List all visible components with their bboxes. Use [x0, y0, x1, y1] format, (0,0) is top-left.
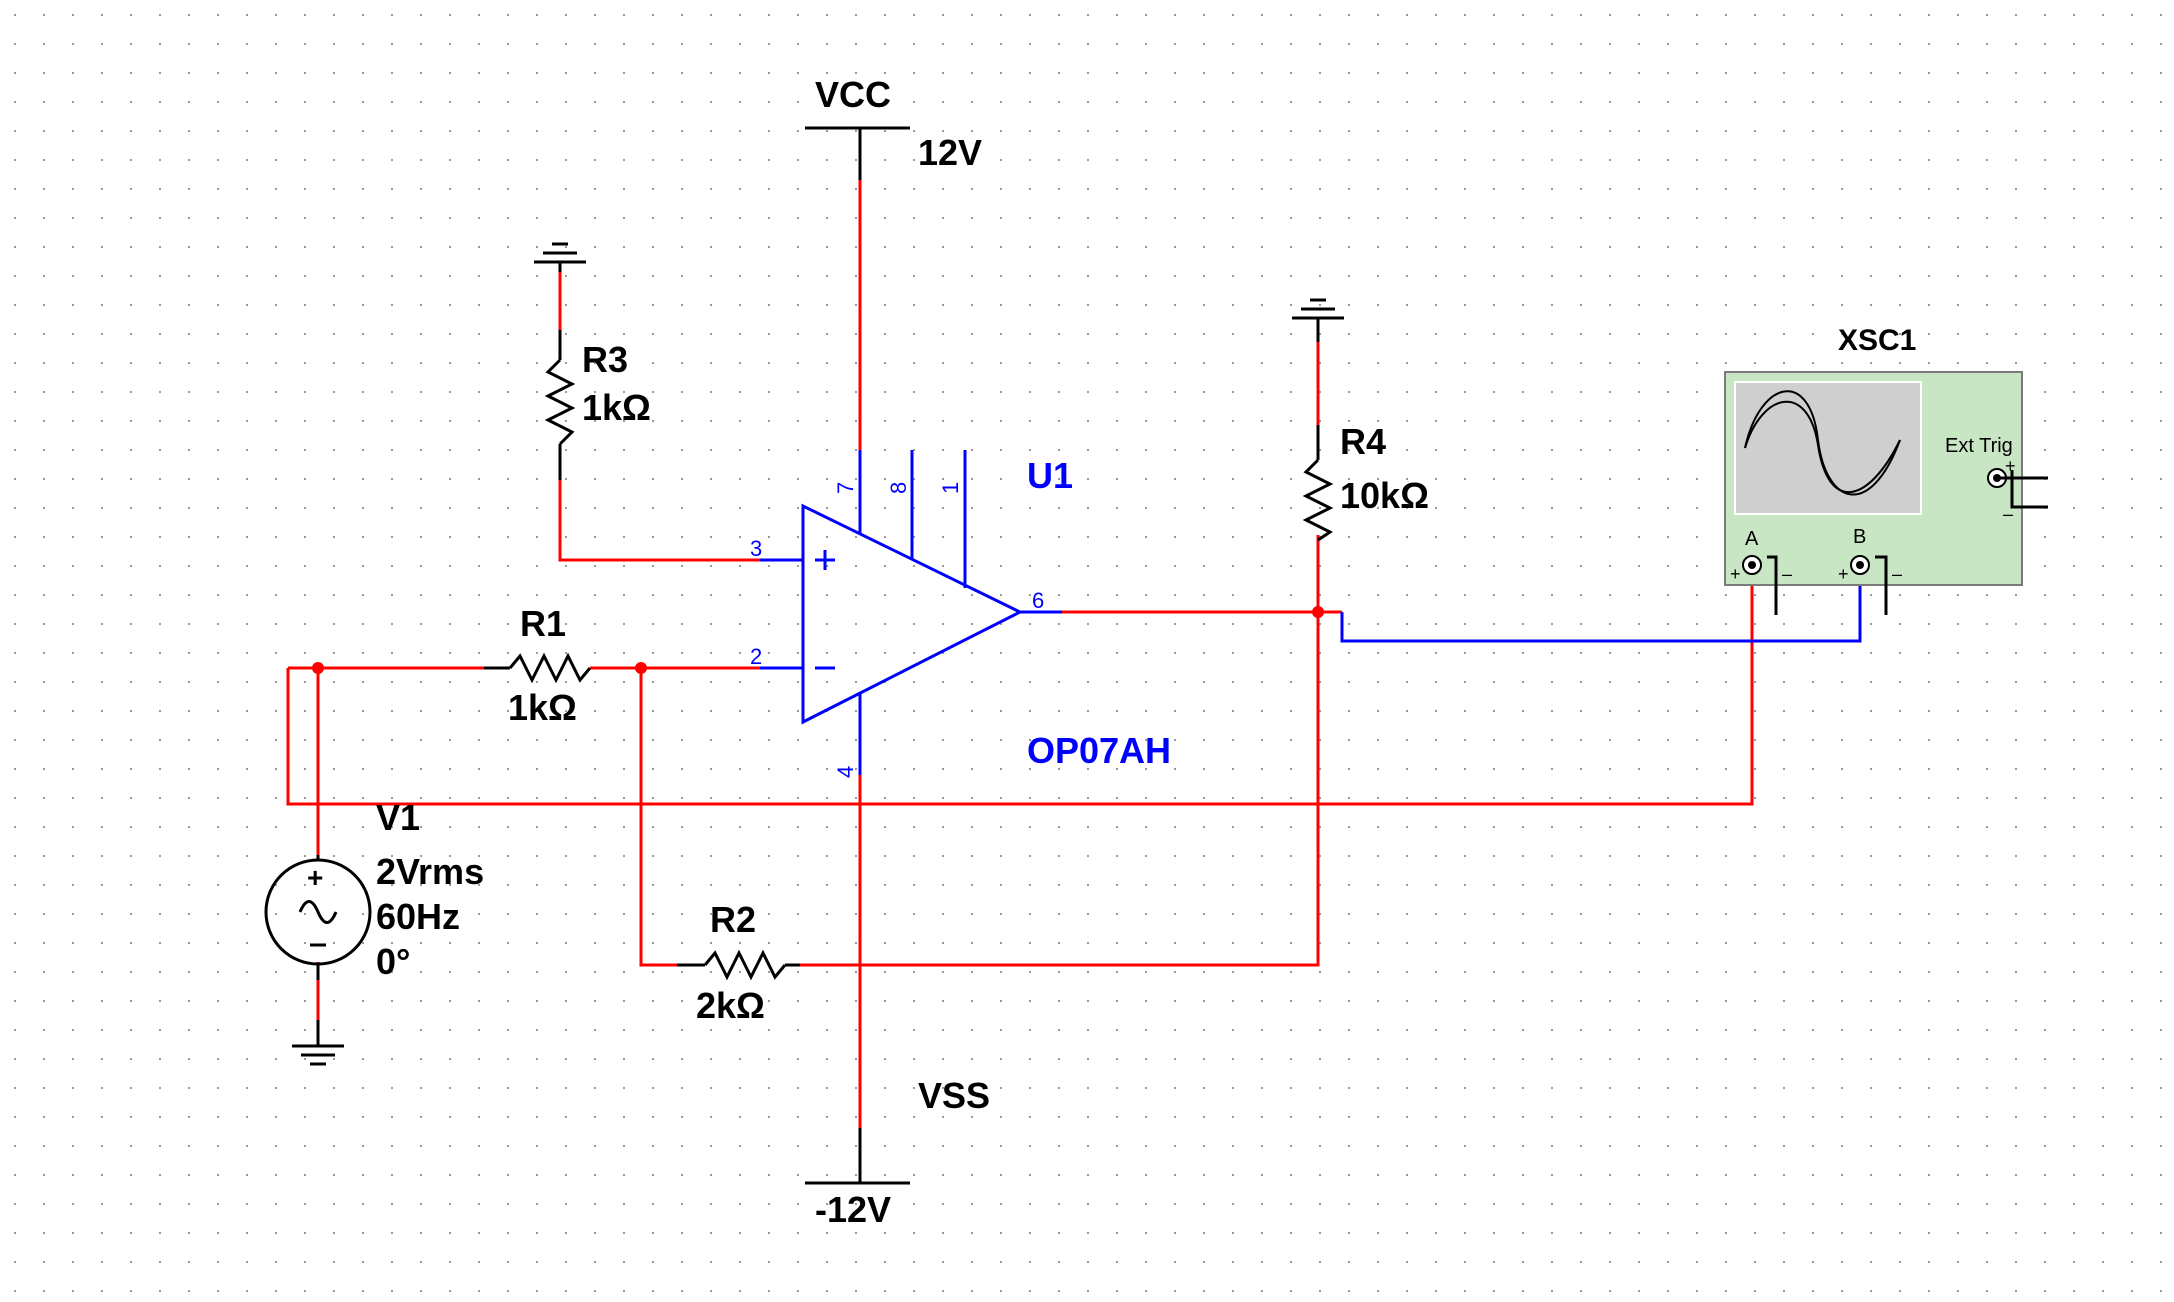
wire-r2-to-output[interactable] [797, 612, 1320, 967]
v1-label: V1 [376, 797, 420, 838]
ground-v1[interactable] [292, 1020, 344, 1066]
wires-blue [1340, 565, 1862, 643]
pin-2-label: 2 [750, 644, 762, 669]
wire-output-to-scope-b[interactable] [1340, 565, 1862, 643]
u1-part: OP07AH [1027, 730, 1171, 771]
pin-3-label: 3 [750, 536, 762, 561]
junction-dot [312, 662, 324, 674]
channel-a-minus: – [1782, 564, 1792, 584]
v1-amplitude: 2Vrms [376, 851, 484, 892]
oscilloscope-xsc1[interactable]: XSC1 Ext Trig + – A + – B + – [1724, 324, 2048, 615]
pin-1-label: 1 [938, 482, 963, 494]
resistor-r4[interactable]: R4 10kΩ [1302, 421, 1429, 542]
scope-screen [1734, 381, 1922, 515]
channel-b-label: B [1853, 526, 1866, 548]
resistor-r1[interactable]: R1 1kΩ [484, 603, 592, 728]
r1-value: 1kΩ [508, 687, 577, 728]
r4-value: 10kΩ [1340, 475, 1429, 516]
r2-label: R2 [710, 899, 756, 940]
pin-7-label: 7 [833, 482, 858, 494]
junction-dot [1312, 606, 1324, 618]
ext-trig-label: Ext Trig [1945, 435, 2013, 457]
ext-trig-minus: – [2003, 504, 2013, 524]
vcc-value: 12V [918, 132, 982, 173]
pin-8-label: 8 [886, 482, 911, 494]
v1-phase: 0° [376, 941, 410, 982]
r4-label: R4 [1340, 421, 1386, 462]
vss-supply[interactable]: VSS -12V [805, 1075, 990, 1230]
vss-label: VSS [918, 1075, 990, 1116]
v1-frequency: 60Hz [376, 896, 460, 937]
channel-a-label: A [1745, 528, 1759, 550]
channel-a-plus: + [1730, 564, 1741, 584]
pin-4-label: 4 [833, 766, 858, 778]
vss-value: -12V [815, 1189, 891, 1230]
channel-b-plus: + [1838, 564, 1849, 584]
u1-label: U1 [1027, 455, 1073, 496]
opamp-u1[interactable]: 3 2 6 7 8 1 4 U1 OP07AH [750, 450, 1171, 778]
ac-source-v1[interactable]: + V1 2Vrms 60Hz 0° [264, 797, 484, 982]
vcc-supply[interactable]: VCC 12V [805, 74, 982, 180]
r3-label: R3 [582, 339, 628, 380]
r3-value: 1kΩ [582, 387, 651, 428]
ext-trig-plus: + [2005, 456, 2016, 476]
junctions [312, 606, 1324, 674]
ground-r4[interactable] [1292, 298, 1344, 342]
v1-plus-sign: + [307, 862, 323, 893]
pin-6-label: 6 [1032, 588, 1044, 613]
resistor-r3[interactable]: R3 1kΩ [544, 330, 651, 480]
r2-value: 2kΩ [696, 985, 765, 1026]
xsc1-label: XSC1 [1838, 324, 1916, 357]
vcc-label: VCC [815, 74, 891, 115]
resistor-r2[interactable]: R2 2kΩ [677, 899, 800, 1026]
wire-v1-loop[interactable] [286, 565, 1754, 806]
wire-r3-to-noninverting[interactable] [558, 480, 803, 562]
channel-b-minus: – [1892, 564, 1902, 584]
ground-r3[interactable] [534, 242, 586, 272]
scope-trace-2 [1744, 400, 1901, 493]
r1-label: R1 [520, 603, 566, 644]
junction-dot [635, 662, 647, 674]
